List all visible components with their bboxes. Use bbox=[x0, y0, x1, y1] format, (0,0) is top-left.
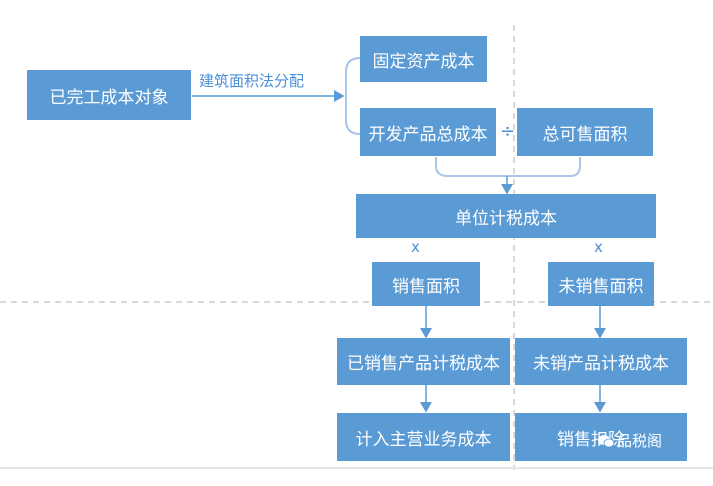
total-saleable-area-box: 总可售面积 bbox=[517, 108, 653, 156]
watermark-text: 品税阁 bbox=[617, 432, 663, 450]
unit-tax-cost-box: 单位计税成本 bbox=[356, 194, 656, 238]
sold-area-box: 销售面积 bbox=[372, 262, 480, 306]
fixed-asset-cost-box: 固定资产成本 bbox=[360, 36, 487, 82]
unsold-area-box: 未销售面积 bbox=[548, 262, 654, 306]
wechat-icon bbox=[598, 434, 614, 447]
completed-cost-object-box: 已完工成本对象 bbox=[27, 70, 191, 120]
watermark: 品税阁 bbox=[598, 430, 662, 451]
allocation-method-label: 建筑面积法分配 bbox=[199, 72, 305, 90]
multiply-sign-left: x bbox=[411, 238, 420, 256]
unsold-product-tax-cost-box: 未销产品计税成本 bbox=[515, 338, 687, 385]
multiply-sign-right: x bbox=[594, 238, 603, 256]
division-bracket bbox=[435, 157, 581, 177]
main-business-cost-box: 计入主营业务成本 bbox=[337, 413, 510, 461]
divide-sign: ÷ bbox=[500, 121, 516, 142]
dev-product-total-cost-box: 开发产品总成本 bbox=[360, 108, 496, 156]
grouping-bracket bbox=[345, 57, 361, 135]
sold-product-tax-cost-box: 已销售产品计税成本 bbox=[337, 338, 510, 385]
